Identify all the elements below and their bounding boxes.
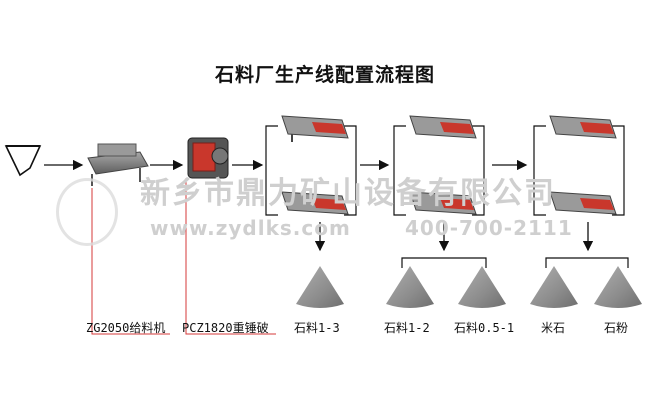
product-label: 石粉 [604, 321, 629, 335]
product-label: 石料0.5-1 [454, 321, 515, 335]
stockpile-icon [386, 266, 434, 308]
stockpile-icon [530, 266, 578, 308]
vibrating-screen-icon [409, 191, 477, 215]
stockpile-icon [594, 266, 642, 308]
feed-hopper-icon [4, 145, 42, 177]
crusher-leader-line [185, 178, 276, 335]
vibrating-screen-icon [281, 115, 349, 142]
hammer-crusher-icon [187, 137, 229, 179]
stockpile-icon [296, 266, 344, 308]
vibrating-screen-icon [281, 191, 349, 215]
diagram-title: 石料厂生产线配置流程图 [214, 64, 435, 86]
crusher-label: PCZ1820重锤破 [182, 321, 269, 335]
distribution-bracket-2 [401, 257, 487, 268]
screen-group-3-bracket [533, 125, 625, 216]
vibrating-screen-icon [549, 115, 617, 139]
watermark-logo [56, 178, 118, 246]
distribution-bracket-3 [545, 257, 629, 268]
screen-group-1-bracket [265, 125, 357, 216]
stockpile-icon [458, 266, 506, 308]
vibrating-screen-icon [549, 191, 617, 215]
product-label: 石料1-3 [294, 321, 340, 335]
feeder-machine-icon [87, 143, 149, 186]
screen-group-2-bracket [393, 125, 485, 216]
product-label: 米石 [541, 321, 566, 335]
product-label: 石料1-2 [384, 321, 430, 335]
vibrating-screen-icon [409, 115, 477, 139]
feeder-label: ZG2050给料机 [86, 321, 166, 335]
